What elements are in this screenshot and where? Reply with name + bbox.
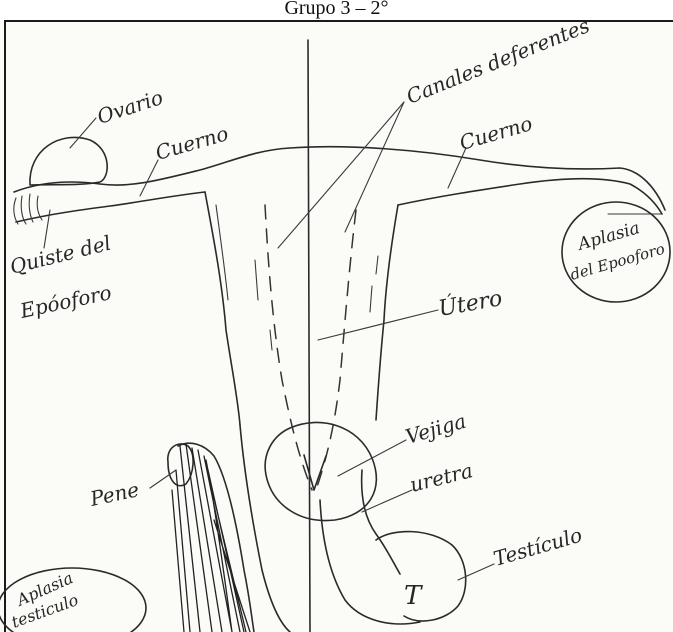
right-tube-upper	[290, 147, 665, 210]
right-tube-lower	[398, 179, 662, 214]
label-quiste-del: Quiste del	[7, 231, 113, 279]
leader-utero	[318, 310, 438, 340]
leader-ovario	[70, 118, 96, 148]
label-cuerno-right: Cuerno	[457, 111, 535, 155]
uterus-lower-left	[240, 425, 290, 632]
label-ovario: Ovario	[94, 85, 166, 129]
uterus-left-wall	[205, 192, 240, 425]
canal-dashed-right	[316, 210, 356, 490]
label-pene: Pene	[87, 477, 141, 511]
leader-canales-2	[345, 102, 404, 232]
leader-cuerno-left	[140, 160, 158, 196]
left-tube-lower	[16, 192, 205, 222]
midline	[308, 40, 310, 632]
label-canales-deferentes: Canales deferentes	[403, 13, 593, 108]
urethra-side	[362, 470, 400, 574]
uterus-right-wall	[376, 205, 398, 420]
inner-right-stroke	[370, 256, 378, 312]
label-t-mark: T	[404, 581, 423, 611]
bladder-arrow	[304, 455, 326, 490]
uterus-left-shading	[216, 205, 228, 300]
label-utero: Útero	[436, 284, 504, 322]
ovary-outline	[30, 137, 107, 185]
label-testiculo: Testículo	[491, 523, 585, 571]
label-cuerno-left: Cuerno	[153, 121, 231, 165]
label-vejiga: Vejiga	[403, 409, 469, 449]
label-uretra: uretra	[407, 458, 475, 497]
leader-canales-1	[278, 102, 404, 248]
leader-vejiga	[338, 440, 406, 476]
label-epooforo: Epóoforo	[17, 280, 113, 323]
inner-left-stroke	[255, 260, 272, 350]
